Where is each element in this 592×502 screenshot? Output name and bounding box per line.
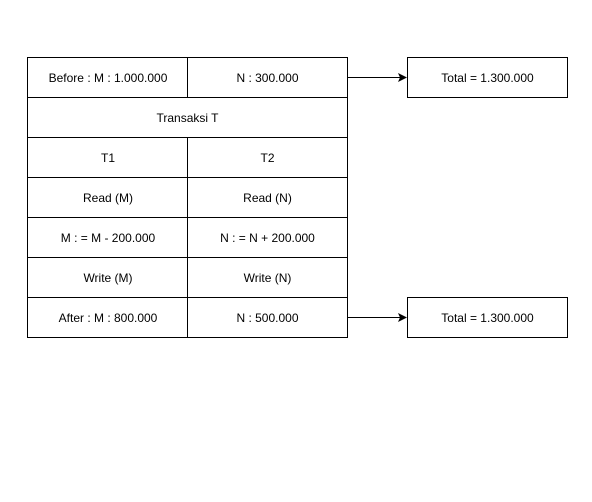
read-m-cell: Read (M) <box>82 191 133 205</box>
total-before-box: Total = 1.300.000 <box>407 57 568 98</box>
column-divider <box>187 138 188 337</box>
arrow-before-total <box>348 73 407 82</box>
total-after-box: Total = 1.300.000 <box>407 297 568 338</box>
read-n-cell: Read (N) <box>243 191 292 205</box>
after-n-cell: N : 500.000 <box>236 310 299 325</box>
transaction-table: Before : M : 1.000.000 N : 300.000 Trans… <box>27 57 348 338</box>
calc-n-cell: N : = N + 200.000 <box>220 231 315 245</box>
t2-header: T2 <box>260 151 275 165</box>
calc-m-cell: M : = M - 200.000 <box>60 231 156 245</box>
after-m-cell: After : M : 800.000 <box>58 310 158 325</box>
arrowhead-icon <box>398 73 407 82</box>
row-divider <box>28 97 347 98</box>
transaction-header: Transaksi T <box>156 111 219 125</box>
before-m-cell: Before : M : 1.000.000 <box>48 71 168 85</box>
t1-header: T1 <box>100 151 115 165</box>
arrow-after-total <box>348 313 407 322</box>
write-n-cell: Write (N) <box>243 271 292 285</box>
arrowhead-icon <box>398 313 407 322</box>
column-divider <box>187 58 188 97</box>
row-divider <box>28 137 347 138</box>
before-n-cell: N : 300.000 <box>236 71 299 85</box>
write-m-cell: Write (M) <box>83 271 133 285</box>
